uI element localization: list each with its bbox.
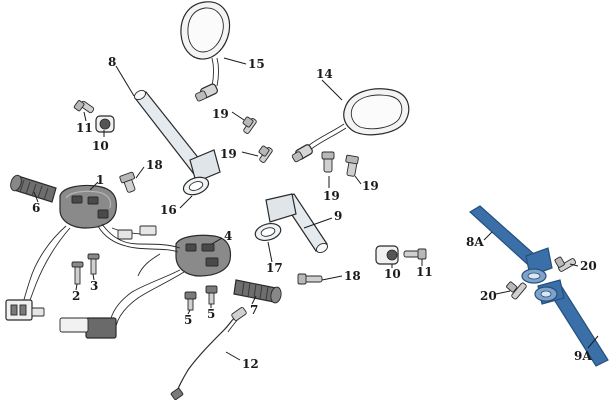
bolt-20-right — [554, 256, 577, 272]
label-part-15: 15 — [248, 57, 265, 71]
grip-7 — [233, 279, 282, 304]
handlebar-9 — [254, 193, 329, 254]
label-part-19-c: 19 — [323, 189, 340, 203]
label-part-6: 6 — [32, 201, 40, 215]
label-part-7: 7 — [250, 303, 258, 317]
bolt-18-left — [119, 171, 136, 193]
screw-2 — [71, 261, 84, 285]
label-part-3: 3 — [90, 279, 98, 293]
wiring-harness — [5, 223, 185, 339]
label-part-19-d: 19 — [362, 179, 379, 193]
label-part-18-right: 18 — [344, 269, 361, 283]
throttle-cable-12 — [170, 307, 247, 400]
label-part-8A: 8A — [466, 235, 484, 249]
label-part-20-right: 20 — [580, 259, 597, 273]
bolt-11-left — [73, 100, 95, 114]
handlebar-8A-blue — [468, 205, 553, 284]
label-part-4: 4 — [224, 229, 232, 243]
label-part-16: 16 — [160, 203, 177, 217]
label-part-8: 8 — [108, 55, 116, 69]
label-part-5-a: 5 — [184, 313, 192, 327]
label-part-11-left: 11 — [76, 121, 93, 135]
bolt-18-right — [297, 273, 323, 285]
label-part-17: 17 — [266, 261, 283, 275]
label-part-19-a: 19 — [212, 107, 229, 121]
label-part-5-b: 5 — [207, 307, 215, 321]
label-part-9: 9 — [334, 209, 342, 223]
bolt-19-d — [345, 154, 359, 177]
label-part-18-left: 18 — [146, 158, 163, 172]
switch-housing-4 — [175, 234, 232, 277]
switch-housing-1 — [59, 184, 117, 229]
mirror-14 — [291, 88, 410, 163]
screw-5-b — [205, 285, 218, 305]
bar-end-cap-10-left — [95, 115, 115, 133]
label-part-9A: 9A — [574, 349, 592, 363]
label-part-10-left: 10 — [92, 139, 109, 153]
handlebar-8 — [133, 89, 221, 196]
label-part-20-left: 20 — [480, 289, 497, 303]
grip-6 — [10, 174, 57, 203]
label-part-10-right: 10 — [384, 267, 401, 281]
label-part-14: 14 — [316, 67, 333, 81]
bolt-19-a — [242, 116, 257, 134]
part-labels: 8 15 14 11 10 19 19 19 19 18 1 6 16 9 4 … — [32, 55, 597, 371]
bar-end-cap-10-right — [375, 245, 399, 265]
bolt-20-left — [506, 281, 527, 300]
label-part-1: 1 — [96, 173, 104, 187]
label-part-11-right: 11 — [416, 265, 433, 279]
mirror-15 — [180, 1, 231, 102]
label-part-2: 2 — [72, 289, 80, 303]
bolt-19-b — [258, 145, 273, 163]
label-part-12: 12 — [242, 357, 259, 371]
handlebar-9A-blue — [534, 279, 609, 367]
label-part-19-b: 19 — [220, 147, 237, 161]
bolt-11-right — [403, 248, 427, 260]
screw-5-a — [184, 291, 197, 311]
leader-lines — [33, 57, 599, 361]
bolt-19-c — [321, 151, 335, 173]
screw-3 — [87, 253, 100, 275]
